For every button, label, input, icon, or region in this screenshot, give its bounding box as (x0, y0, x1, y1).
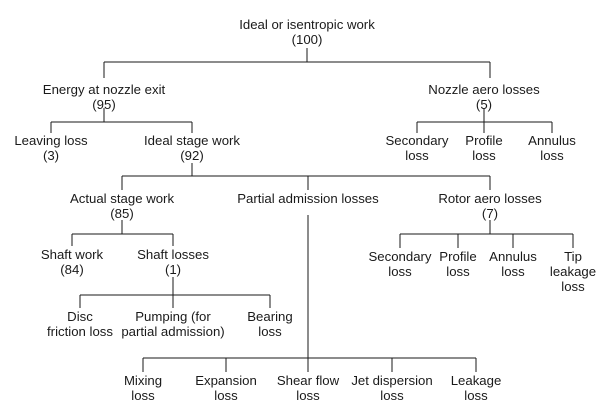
node-jet-dispersion-loss: Jet dispersion loss (351, 373, 433, 404)
node-label-line2: loss (131, 387, 155, 403)
node-label: Actual stage work (69, 191, 175, 206)
node-label-line2: friction loss (47, 323, 113, 339)
node-expansion-loss: Expansion loss (195, 373, 257, 404)
node-label-line2: loss (296, 387, 320, 403)
node-value: (100) (291, 31, 323, 47)
node-label-line2: leakage (549, 263, 597, 279)
node-nozzle-annulus-loss: Annulus loss (528, 133, 576, 164)
node-label-line1: Tip (564, 249, 582, 264)
node-rotor-profile-loss: Profile loss (439, 249, 477, 280)
node-value: (85) (110, 205, 134, 221)
node-shear-flow-loss: Shear flow loss (276, 373, 340, 404)
node-mixing-loss: Mixing loss (123, 373, 163, 404)
node-label-line1: Bearing (247, 309, 293, 324)
node-label: Partial admission losses (237, 191, 379, 206)
node-pumping-loss: Pumping (for partial admission) (121, 309, 225, 340)
node-label: Nozzle aero losses (428, 82, 540, 97)
node-label-line2: loss (258, 323, 282, 339)
node-label-line2: loss (405, 147, 429, 163)
node-value: (3) (42, 147, 60, 163)
node-label: Ideal or isentropic work (239, 17, 375, 32)
node-label-line2: loss (214, 387, 238, 403)
node-value: (7) (481, 205, 499, 221)
node-partial-admission-losses: Partial admission losses (237, 191, 379, 207)
node-label-line2: loss (388, 263, 412, 279)
node-leaving-loss: Leaving loss (3) (14, 133, 88, 164)
node-energy-at-nozzle-exit: Energy at nozzle exit (95) (42, 82, 166, 113)
node-label-line1: Mixing (123, 373, 163, 388)
node-rotor-tip-leakage-loss: Tip leakage loss (549, 249, 597, 294)
node-value: (5) (475, 96, 493, 112)
node-actual-stage-work: Actual stage work (85) (69, 191, 175, 222)
node-label-line1: Secondary (368, 249, 432, 264)
node-label-line2: loss (380, 387, 404, 403)
node-label-line1: Shear flow (276, 373, 340, 388)
node-label-line1: Profile (465, 133, 503, 148)
node-value: (92) (180, 147, 204, 163)
node-label-line1: Leakage (450, 373, 502, 388)
node-leakage-loss: Leakage loss (450, 373, 502, 404)
node-label: Rotor aero losses (438, 191, 542, 206)
node-disc-friction-loss: Disc friction loss (47, 309, 113, 340)
node-label: Energy at nozzle exit (42, 82, 166, 97)
node-shaft-work: Shaft work (84) (40, 247, 104, 278)
node-nozzle-secondary-loss: Secondary loss (385, 133, 449, 164)
node-label-line1: Jet dispersion (351, 373, 433, 388)
node-nozzle-aero-losses: Nozzle aero losses (5) (428, 82, 540, 113)
node-rotor-aero-losses: Rotor aero losses (7) (438, 191, 542, 222)
node-label-line2: loss (446, 263, 470, 279)
node-label-line2: loss (501, 263, 525, 279)
node-bearing-loss: Bearing loss (247, 309, 293, 340)
node-label-line1: Expansion (195, 373, 257, 388)
node-label-line1: Annulus (528, 133, 576, 148)
node-label: Ideal stage work (143, 133, 241, 148)
node-rotor-secondary-loss: Secondary loss (368, 249, 432, 280)
node-label: Shaft work (40, 247, 104, 262)
node-shaft-losses: Shaft losses (1) (137, 247, 209, 278)
node-label-line2: loss (472, 147, 496, 163)
node-label-line2: loss (540, 147, 564, 163)
node-label-line1: Profile (439, 249, 477, 264)
node-label-line1: Pumping (for (135, 309, 211, 324)
node-rotor-annulus-loss: Annulus loss (489, 249, 537, 280)
node-label-line1: Annulus (489, 249, 537, 264)
node-ideal-isentropic-work: Ideal or isentropic work (100) (239, 17, 375, 48)
node-label-line2: partial admission) (121, 323, 225, 339)
node-nozzle-profile-loss: Profile loss (465, 133, 503, 164)
node-value: (95) (92, 96, 116, 112)
node-label: Shaft losses (137, 247, 209, 262)
node-label-line3: loss (561, 278, 585, 294)
node-label-line1: Disc (67, 309, 93, 324)
node-value: (1) (164, 261, 182, 277)
node-ideal-stage-work: Ideal stage work (92) (143, 133, 241, 164)
node-value: (84) (60, 261, 84, 277)
node-label-line2: loss (464, 387, 488, 403)
node-label-line1: Secondary (385, 133, 449, 148)
node-label: Leaving loss (14, 133, 88, 148)
